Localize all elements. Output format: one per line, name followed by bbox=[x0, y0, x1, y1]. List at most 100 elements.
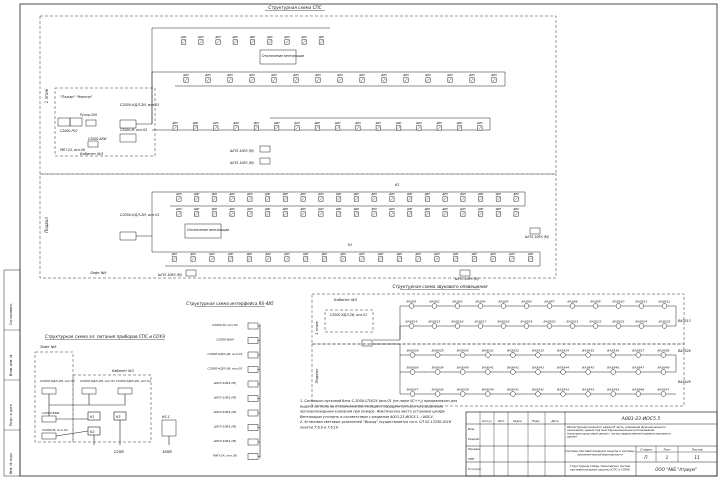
sound-row2-end: ВАЭ513 bbox=[678, 319, 691, 323]
detector-label: ДИП bbox=[477, 193, 484, 196]
side-stamp-label-2: Инв. № подл. bbox=[9, 452, 13, 474]
detector-label: ДИП bbox=[336, 74, 343, 77]
power-380: 380В bbox=[162, 449, 172, 454]
s2000bki-box bbox=[87, 140, 99, 148]
stamp-stage-label: Стадия bbox=[640, 448, 652, 452]
speaker-symbol bbox=[535, 391, 541, 397]
rs485-device-box bbox=[247, 366, 259, 373]
detector-mark bbox=[461, 197, 465, 201]
sound-title: Структурная схема звукового оповещения bbox=[393, 284, 488, 289]
detector-label: ДИП bbox=[197, 36, 204, 39]
rs485-device-label: С2000-М, исп.02 bbox=[212, 323, 238, 327]
speaker-symbol bbox=[431, 323, 438, 329]
power-lift-label: Лифт №9 bbox=[39, 345, 56, 349]
speaker-symbol bbox=[460, 352, 466, 358]
detector-mark bbox=[491, 257, 495, 261]
detector-mark bbox=[250, 78, 254, 82]
detector-label: ДИП bbox=[317, 208, 324, 211]
speaker-label: ВАЭ537 bbox=[407, 388, 419, 392]
detector-label: ДИП bbox=[459, 193, 466, 196]
shcpl5-label: ШПЛ-10RS (М) bbox=[455, 277, 479, 281]
stamp-sheets-label: Листов bbox=[690, 448, 702, 452]
detector-mark bbox=[479, 212, 483, 216]
rs485-device-label: ШПЛ-10RS (М) bbox=[214, 396, 237, 400]
speaker-label: ВАЭ545 bbox=[607, 388, 619, 392]
speaker-symbol bbox=[660, 391, 667, 397]
detector-mark bbox=[514, 197, 518, 201]
detector-mark bbox=[229, 257, 233, 261]
detector-label: ДИП bbox=[208, 253, 215, 256]
notes-block: 1. Сигнально-пусковой блок С-2000-СП4/24… bbox=[300, 399, 457, 430]
detector-label: ДИП bbox=[264, 208, 271, 211]
stamp-company: ООО "АКБ "Атриум" bbox=[655, 467, 697, 472]
shcpl2-label: ШПЛ-10RS (М) bbox=[230, 161, 254, 165]
power-k2: К2 bbox=[90, 430, 95, 434]
speaker-label: ВАЭ531 bbox=[482, 349, 494, 353]
side-stamp: Согласовано Инв. № подл. Подп. и дата Вз… bbox=[3, 269, 21, 477]
detector-mark bbox=[315, 126, 319, 130]
speaker-label: ВАЭ534 bbox=[557, 349, 569, 353]
detector-mark bbox=[295, 126, 299, 130]
speaker-label: ВАЭ539 bbox=[457, 388, 469, 392]
speaker-symbol bbox=[560, 391, 566, 397]
detector-mark bbox=[247, 257, 251, 261]
sound-frames bbox=[311, 293, 685, 407]
speaker-label: ВАЭ536 bbox=[607, 349, 619, 353]
shcpl3-label: ШПЛ-10RS (М) bbox=[525, 235, 549, 239]
shcpl4-label: ШПЛ-10RS (М) bbox=[158, 273, 182, 277]
shcpl-floor1: ШПЛ-10RS (М) ШПЛ-10RS (М) bbox=[230, 145, 271, 165]
detector-mark bbox=[283, 197, 287, 201]
speaker-symbol bbox=[409, 369, 416, 375]
detector-label: ДИП bbox=[264, 253, 271, 256]
detector-label: ДИП bbox=[435, 122, 442, 125]
speaker-symbol bbox=[409, 391, 416, 397]
lift1-label: Лифт №9 bbox=[89, 271, 106, 275]
detector-label: ДИП bbox=[512, 208, 519, 211]
detector-mark bbox=[472, 257, 476, 261]
note-line: выдачи сигнала на отключение Вентиляции … bbox=[300, 404, 443, 408]
detector-label: ДИП bbox=[318, 36, 325, 39]
speaker-symbol bbox=[560, 369, 566, 375]
detector-mark bbox=[379, 257, 383, 261]
detector-mark bbox=[425, 212, 429, 216]
detector-label: ДИП bbox=[334, 122, 341, 125]
power-title: Структурная схема эл. питания приборов С… bbox=[45, 334, 165, 339]
detector-label: ДИП bbox=[300, 36, 307, 39]
speaker-label: ВАЭ52 bbox=[429, 300, 439, 304]
detector-mark bbox=[322, 257, 326, 261]
detector-mark bbox=[372, 212, 376, 216]
detector-label: ДИП bbox=[293, 122, 300, 125]
speaker-symbol bbox=[661, 323, 668, 329]
detector-mark bbox=[233, 40, 237, 44]
detector-mark bbox=[457, 126, 462, 130]
rs485-device-label: С2000-КДЛ-2И, исп.01 bbox=[207, 352, 242, 356]
detector-mark bbox=[230, 197, 234, 201]
detector-mark bbox=[425, 197, 429, 201]
power-220: 220В bbox=[114, 449, 124, 454]
detector-label: ДИП bbox=[456, 122, 463, 125]
detector-label: ДИП bbox=[375, 122, 382, 125]
detector-mark bbox=[514, 212, 518, 216]
note-line: пункты 7.6.9 и 7.6.10 bbox=[300, 426, 338, 430]
detector-mark bbox=[354, 212, 358, 216]
detector-mark bbox=[390, 212, 394, 216]
detector-label: ДИП bbox=[171, 253, 178, 256]
detector-label: ДИП bbox=[433, 253, 440, 256]
detector-label: ДИП bbox=[377, 253, 384, 256]
detector-label: ДИП bbox=[358, 253, 365, 256]
detector-mark bbox=[319, 40, 323, 44]
note-line: 2. Установка световых указателей "Выход"… bbox=[300, 420, 451, 424]
stamp-role: Разраб. bbox=[468, 437, 480, 441]
speaker-symbol bbox=[638, 323, 645, 329]
rupor-label: Рупор-200 bbox=[80, 113, 97, 117]
power-m: С2000-М, исп.02 bbox=[42, 428, 68, 432]
detector-label: ДИП bbox=[192, 122, 199, 125]
detector-label: ДИП bbox=[283, 36, 290, 39]
